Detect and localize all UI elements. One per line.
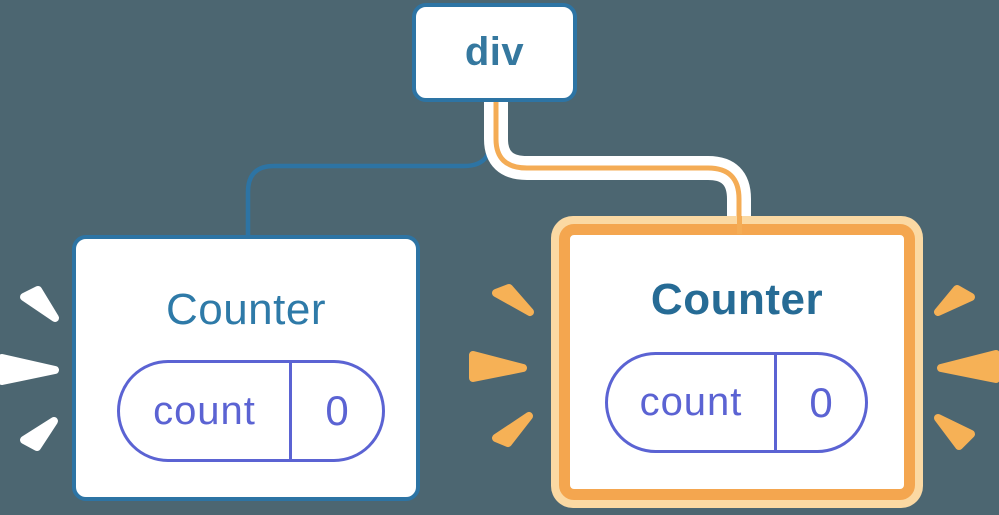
connector-highlight-outline bbox=[484, 100, 751, 218]
root-node-label: div bbox=[464, 30, 525, 74]
counter-card-left: Counter count 0 bbox=[72, 235, 420, 501]
burst-orange-left-bottom bbox=[492, 412, 533, 447]
state-pill-right: count 0 bbox=[605, 352, 868, 453]
root-node: div bbox=[412, 3, 577, 102]
burst-orange-left-top bbox=[492, 284, 534, 316]
connector-highlight-core bbox=[493, 100, 742, 218]
state-value-right: 0 bbox=[774, 355, 865, 450]
burst-orange-right-top bbox=[934, 285, 975, 316]
state-key-right: count bbox=[639, 380, 743, 424]
state-pill-left: count 0 bbox=[117, 360, 385, 462]
counter-title-right: Counter bbox=[650, 275, 824, 324]
burst-orange-left-middle bbox=[469, 351, 527, 382]
burst-group-white bbox=[0, 286, 59, 451]
connector-blue-left bbox=[245, 100, 493, 242]
counter-title-left: Counter bbox=[165, 285, 327, 334]
counter-card-right-surface bbox=[559, 224, 915, 500]
burst-white-bottom bbox=[20, 417, 58, 451]
burst-group-orange-right bbox=[934, 285, 999, 450]
burst-white-top bbox=[20, 286, 59, 322]
connector-highlight-tail bbox=[737, 216, 742, 234]
state-value-left: 0 bbox=[289, 363, 382, 459]
burst-group-orange-left bbox=[469, 284, 534, 447]
burst-orange-right-middle bbox=[937, 350, 999, 383]
burst-orange-right-bottom bbox=[934, 414, 975, 450]
counter-card-right-highlighted: Counter count 0 bbox=[551, 216, 923, 508]
burst-white-middle bbox=[0, 354, 59, 385]
state-key-left: count bbox=[153, 388, 256, 433]
